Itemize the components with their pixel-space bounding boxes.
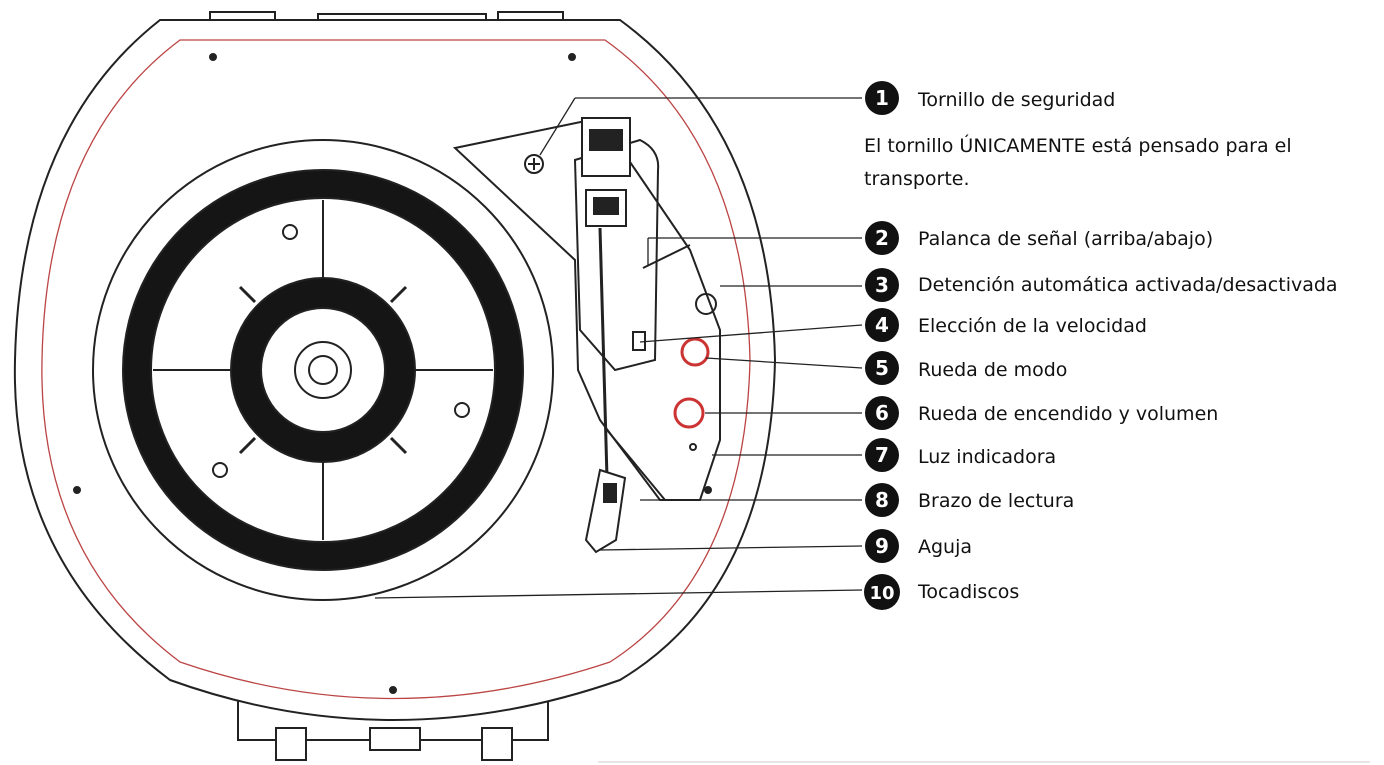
callout-number: 2 — [875, 226, 889, 250]
callout-number: 6 — [875, 401, 889, 425]
callout-1: 1 Tornillo de seguridad — [865, 81, 1115, 115]
callout-2: 2 Palanca de señal (arriba/abajo) — [865, 221, 1213, 255]
callout-number: 10 — [869, 583, 894, 604]
callout-number: 8 — [875, 488, 889, 512]
callout-10: 10 Tocadiscos — [864, 574, 1019, 610]
callout-3: 3 Detención automática activada/desactiv… — [865, 268, 1338, 302]
note-line-1: El tornillo ÚNICAMENTE está pensado para… — [864, 133, 1292, 157]
callout-9: 9 Aguja — [865, 529, 972, 563]
turntable-drawing — [15, 12, 775, 760]
callout-number: 9 — [875, 534, 889, 558]
callout-6: 6 Rueda de encendido y volumen — [865, 396, 1218, 430]
foot-right — [482, 728, 512, 760]
foot-center — [370, 728, 420, 750]
callout-number: 7 — [875, 443, 889, 467]
callout-8: 8 Brazo de lectura — [865, 483, 1074, 517]
callout-4: 4 Elección de la velocidad — [865, 308, 1147, 342]
callout-5: 5 Rueda de modo — [865, 351, 1067, 385]
note-line-2: transporte. — [864, 168, 970, 190]
callout-label: Tocadiscos — [917, 581, 1019, 603]
callout-label: Brazo de lectura — [918, 490, 1074, 512]
callout-number: 4 — [875, 313, 889, 337]
callout-label: Tornillo de seguridad — [917, 89, 1115, 111]
callout-label: Palanca de señal (arriba/abajo) — [918, 228, 1213, 250]
callout-label: Aguja — [918, 536, 972, 558]
callout-label: Detención automática activada/desactivad… — [918, 274, 1338, 296]
callout-number: 5 — [875, 356, 889, 380]
callout-7: 7 Luz indicadora — [865, 438, 1056, 472]
callout-number: 1 — [875, 86, 889, 110]
callout-label: Rueda de modo — [918, 359, 1067, 381]
callout-label: Luz indicadora — [918, 446, 1056, 468]
callout-label: Rueda de encendido y volumen — [918, 403, 1218, 425]
foot-left — [276, 728, 306, 760]
callout-number: 3 — [875, 273, 889, 297]
callout-label: Elección de la velocidad — [918, 315, 1147, 337]
